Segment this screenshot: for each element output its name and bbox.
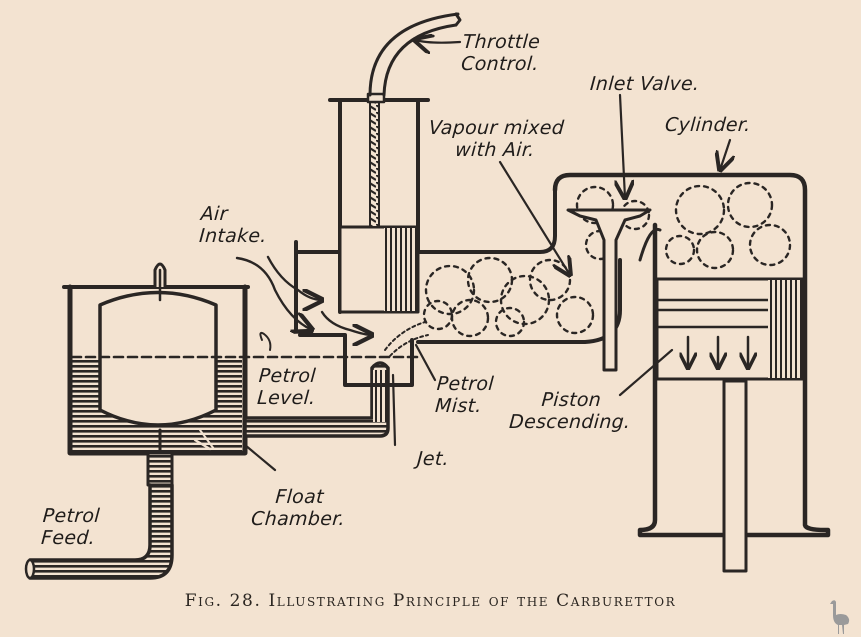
label-cylinder: Cylinder. xyxy=(664,114,752,136)
label-vapour-mixed: Vapour mixed with Air. xyxy=(428,117,565,161)
emu-bird-icon xyxy=(830,600,850,634)
piston xyxy=(655,277,805,573)
carburettor-body xyxy=(294,12,462,387)
petrol-feed-pipe xyxy=(24,451,174,580)
label-throttle-control: Throttle Control. xyxy=(460,31,541,75)
label-petrol-level: Petrol Level. xyxy=(256,365,317,409)
float xyxy=(98,290,218,427)
cylinder xyxy=(552,172,831,573)
figure-caption: Fig. 28. Illustrating Principle of the C… xyxy=(184,591,677,611)
inlet-valve xyxy=(566,208,662,372)
label-petrol-mist: Petrol Mist. xyxy=(434,373,495,417)
label-air-intake: Air Intake. xyxy=(198,203,268,247)
label-petrol-feed: Petrol Feed. xyxy=(40,505,101,549)
label-piston-descending: Piston Descending. xyxy=(508,389,632,433)
label-inlet-valve: Inlet Valve. xyxy=(589,73,701,95)
leader-lines xyxy=(193,40,730,472)
label-jet: Jet. xyxy=(416,448,450,470)
label-float-chamber: Float Chamber. xyxy=(250,486,346,530)
air-flow-arrows xyxy=(235,255,372,351)
